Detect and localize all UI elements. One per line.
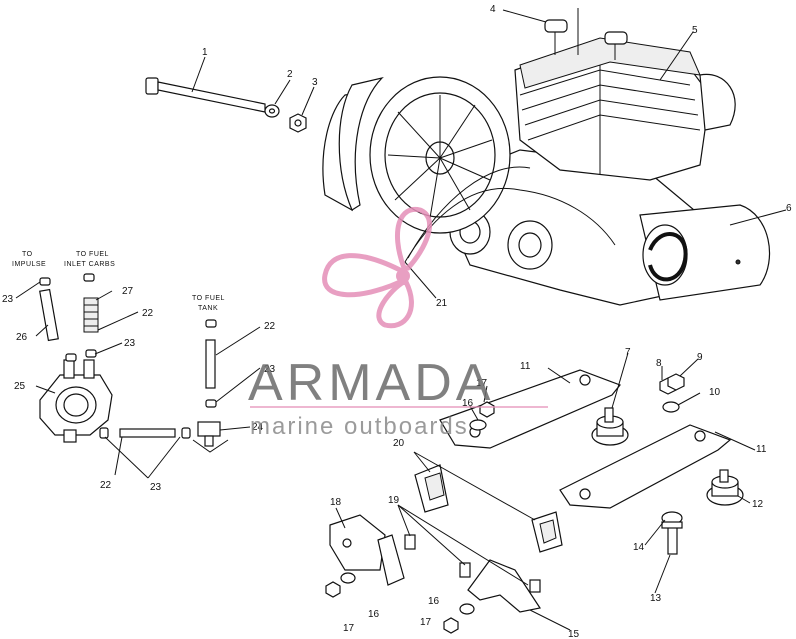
callout-2: 2 [287, 69, 293, 80]
callout-15: 15 [568, 629, 580, 639]
callout-22-a: 22 [142, 308, 154, 319]
callout-19: 19 [388, 495, 400, 506]
callout-18: 18 [330, 497, 342, 508]
rubber-mount-12 [706, 469, 744, 506]
callout-1: 1 [202, 47, 208, 58]
mount-blocks [414, 464, 563, 553]
mount-bracket-upper [439, 369, 621, 449]
leader-lines [15, 9, 787, 631]
callout-27: 27 [122, 286, 134, 297]
hose-captions: TO IMPULSE TO FUEL INLET CARBS TO FUEL T… [12, 251, 225, 312]
spark-plug-cap [604, 31, 628, 45]
clutch-spokes [387, 95, 493, 219]
callout-23-a: 23 [2, 294, 14, 305]
callout-16-c: 16 [428, 596, 440, 607]
callout-21: 21 [436, 298, 448, 309]
callout-11-upper: 11 [520, 361, 531, 372]
rubber-mount-7 [591, 407, 629, 446]
hose-clamps [39, 273, 217, 439]
armada-watermark: ARMADA marine outboards [248, 206, 548, 440]
washer [264, 104, 280, 118]
callout-3: 3 [312, 77, 318, 88]
watermark-tagline: marine outboards [250, 413, 469, 440]
fuel-filter [83, 297, 99, 333]
engine-assembly [322, 8, 771, 306]
callout-23-b: 23 [124, 338, 136, 349]
callout-22-c: 22 [100, 480, 112, 491]
callout-8: 8 [656, 358, 662, 369]
callout-12: 12 [752, 499, 764, 510]
callout-24: 24 [252, 422, 264, 433]
caption-to-fuel-tank-line2: TANK [198, 305, 218, 312]
mount-bracket-lower [559, 424, 732, 509]
callout-5: 5 [692, 25, 698, 36]
callout-13: 13 [650, 593, 662, 604]
spark-plug-cap [544, 19, 568, 33]
callout-9: 9 [697, 352, 703, 363]
fuel-pump [39, 359, 113, 443]
caption-to-fuel-tank-line1: TO FUEL [192, 295, 225, 302]
callout-16-b: 16 [368, 609, 380, 620]
fuel-hose-short [39, 288, 59, 342]
callout-23-d: 23 [150, 482, 162, 493]
callout-6: 6 [786, 203, 792, 214]
mount-bracket-15 [467, 559, 541, 613]
through-bolt [145, 77, 266, 113]
caption-to-fuel-inlet-line1: TO FUEL [76, 251, 109, 258]
callout-17-a: 17 [476, 378, 488, 389]
callout-7: 7 [625, 347, 631, 358]
callout-17-b: 17 [343, 623, 355, 634]
caption-to-impulse-line1: TO [22, 251, 33, 258]
mount-nuts-washers [469, 373, 685, 555]
callout-14: 14 [633, 542, 645, 553]
caption-to-fuel-inlet-line2: INLET CARBS [64, 261, 115, 268]
nut [289, 113, 307, 133]
mount-bracket-18 [329, 514, 405, 586]
caption-to-impulse-line2: IMPULSE [12, 261, 46, 268]
callout-10: 10 [709, 387, 721, 398]
callout-16-a: 16 [462, 398, 474, 409]
propeller-logo [322, 206, 432, 329]
callout-25: 25 [14, 381, 26, 392]
check-valve [192, 421, 229, 453]
callout-22-b: 22 [264, 321, 276, 332]
callout-23-c: 23 [264, 364, 276, 375]
fuel-lines [119, 339, 216, 438]
callout-20: 20 [393, 438, 405, 449]
callout-numbers: 1 2 3 4 5 6 7 8 9 10 11 11 12 13 14 15 1… [2, 4, 792, 639]
callout-17-c: 17 [420, 617, 432, 628]
callout-26: 26 [16, 332, 28, 343]
watermark-brand: ARMADA [248, 354, 494, 412]
callout-4: 4 [490, 4, 496, 15]
callout-11-lower: 11 [756, 444, 767, 455]
